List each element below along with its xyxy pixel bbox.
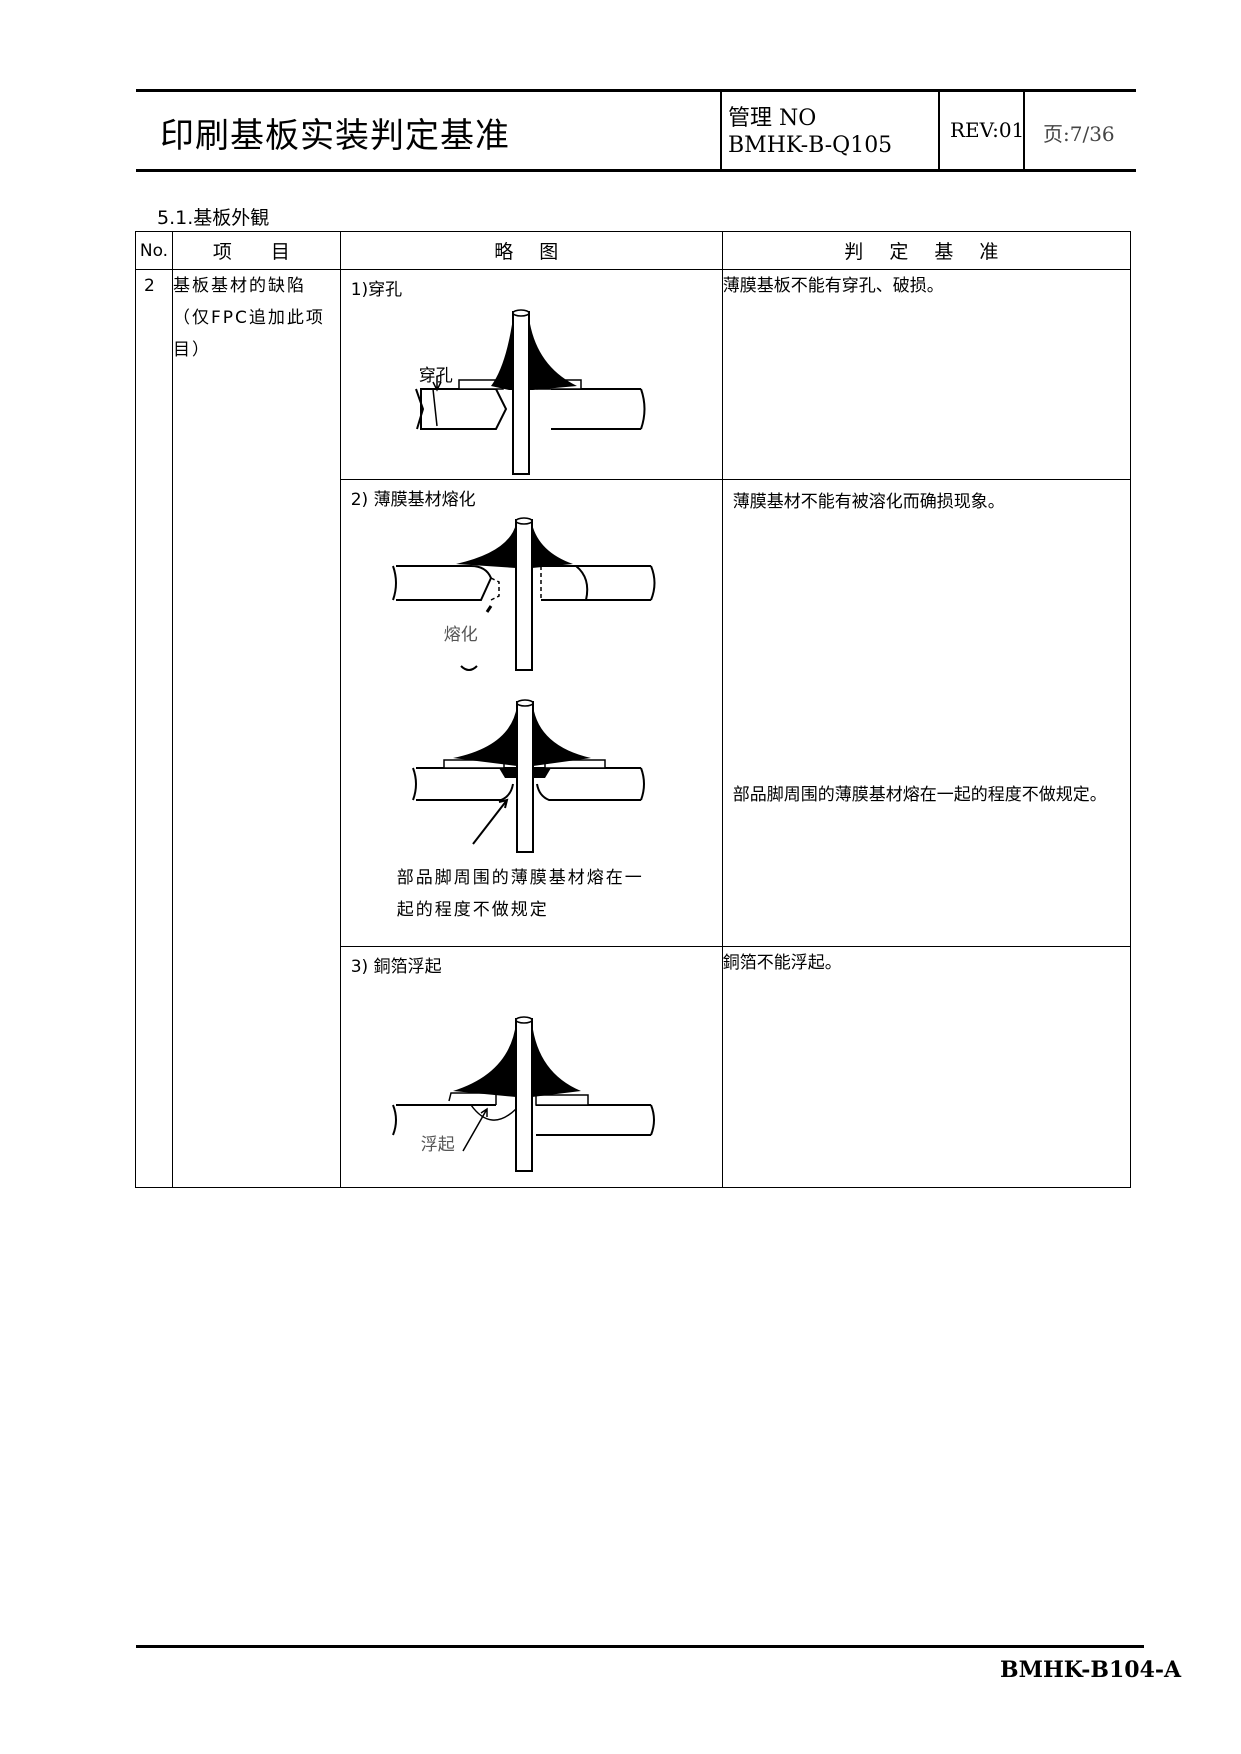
lift-label: 浮起	[420, 1135, 455, 1155]
criteria-table: No. 项 目 略 图 判 定 基 准 2 基板基材的缺陷（仅FPC追加此项目）…	[135, 231, 1132, 1188]
revision: REV:01	[950, 118, 1025, 142]
header-bottom-rule	[136, 169, 1136, 172]
header-item: 项 目	[171, 231, 341, 270]
hole-label: 穿孔	[418, 366, 453, 386]
header-top-rule	[136, 89, 1136, 92]
management-no: BMHK-B-Q105	[728, 133, 893, 158]
melt-label: 熔化	[443, 625, 478, 645]
melt-diagram	[391, 517, 656, 671]
header-no: No.	[135, 231, 173, 270]
row-number: 2	[135, 269, 173, 1188]
management-no-label: 管理 NO	[728, 106, 817, 131]
footer-rule	[136, 1645, 1144, 1648]
sketch-title: 2) 薄膜基材熔化	[350, 490, 476, 510]
header-divider	[720, 90, 722, 170]
header-criteria: 判 定 基 准	[721, 231, 1132, 270]
criteria-hole: 薄膜基板不能有穿孔、破损。	[721, 269, 1132, 480]
document-title: 印刷基板实装判定基准	[160, 116, 510, 156]
lift-diagram	[391, 1016, 655, 1172]
hole-sketch: 穿孔	[341, 306, 722, 476]
table-header-row: No. 项 目 略 图 判 定 基 准	[135, 231, 1132, 270]
criteria-fused: 部品脚周围的薄膜基材熔在一起的程度不做规定。	[732, 785, 1107, 805]
header-sketch: 略 图	[339, 231, 723, 270]
fused-diagram	[411, 699, 645, 853]
header-divider	[1023, 90, 1025, 170]
hole-diagram	[414, 309, 646, 475]
footer-code: BMHK-B104-A	[1000, 1657, 1182, 1683]
fused-sketch	[341, 696, 722, 856]
table-row: 2 基板基材的缺陷（仅FPC追加此项目） 1)穿孔	[135, 269, 1132, 1188]
header-divider	[938, 90, 940, 170]
melt-sketch: 熔化	[341, 516, 722, 676]
sketch-title: 3) 銅箔浮起	[350, 957, 442, 977]
lift-sketch: 浮起	[341, 983, 722, 1173]
fused-caption: 部品脚周围的薄膜基材熔在一起的程度不做规定	[396, 868, 644, 920]
criteria-lift: 銅箔不能浮起。	[721, 946, 1132, 1188]
section-title: 5.1.基板外観	[157, 207, 270, 229]
criteria-melt: 薄膜基材不能有被溶化而确损现象。	[732, 492, 1005, 512]
table-row: 3) 銅箔浮起 浮起 銅箔不能浮起。	[136, 946, 1132, 1188]
page-number: 页:7/36	[1043, 122, 1115, 146]
table-row: 2) 薄膜基材熔化 熔化	[136, 479, 1132, 947]
sketch-title: 1)穿孔	[350, 280, 403, 300]
row-item: 基板基材的缺陷（仅FPC追加此项目）	[171, 269, 341, 1188]
